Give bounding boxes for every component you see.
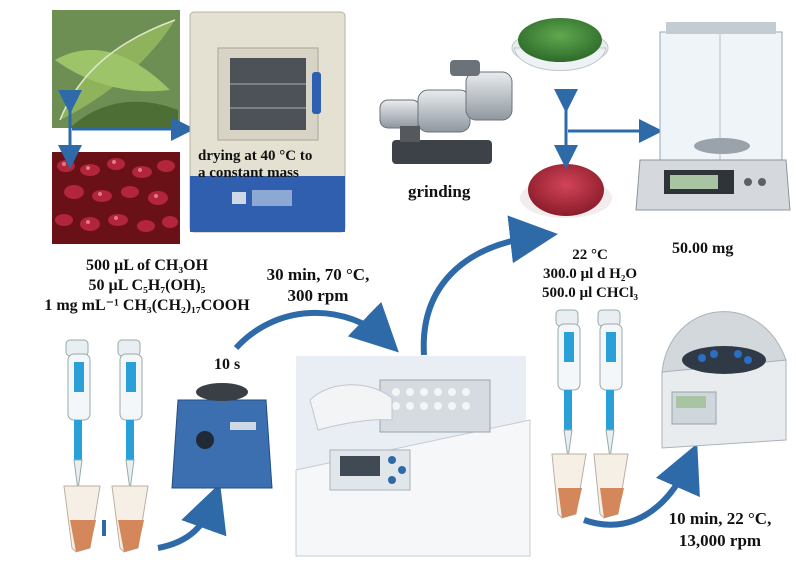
reagent-stearic-acid: 1 mg mL⁻¹ CH₃(CH₂)₁₇COOH [44, 297, 250, 314]
incubation-line2: 300 rpm [287, 286, 349, 305]
thermomixer-to-powder-arrow [420, 215, 558, 356]
extraction-chcl3: 500.0 µl CHCl₃ [541, 285, 639, 301]
extraction-water: 300.0 µl d H₂O [543, 266, 637, 282]
mass-label: 50.00 mg [672, 240, 734, 257]
thermomixer [295, 356, 531, 557]
extraction-temp: 22 °C [572, 247, 608, 263]
right-pipettes [551, 309, 629, 519]
centrifuge-line2: 13,000 rpm [678, 531, 762, 550]
drying-label-line1: drying at 40 °C to [198, 148, 313, 164]
drying-oven [189, 11, 346, 233]
photos-to-oven-arrow [58, 90, 195, 169]
green-powder-bowl [511, 18, 609, 71]
incubation-label: 30 min, 70 °C, 300 rpm [248, 264, 388, 306]
centrifuge-line1: 10 min, 22 °C, [668, 509, 772, 528]
reagent-xylitol: 50 µL C₅H₇(OH)₅ [88, 277, 206, 294]
vortex-time-label: 10 s [214, 356, 241, 373]
vortex-mixer [171, 383, 273, 489]
red-powder [520, 164, 612, 218]
vortex-to-thermomixer-arrow [233, 301, 399, 353]
centrifuge-label: 10 min, 22 °C, 13,000 rpm [650, 508, 790, 552]
powders-to-balance-arrow [554, 89, 663, 169]
grinding-label: grinding [408, 182, 471, 201]
drying-label-line2: a constant mass [198, 165, 299, 181]
grinder [379, 60, 513, 164]
seeds-photo [52, 152, 180, 244]
drying-label: drying at 40 °C to a constant mass [198, 148, 312, 182]
incubation-line1: 30 min, 70 °C, [266, 265, 370, 284]
extraction-label: 22 °C 300.0 µl d H₂O 500.0 µl CHCl₃ [510, 246, 670, 303]
analytical-balance [635, 22, 791, 211]
reagent-methanol: 500 µL of CH₃OH [85, 257, 209, 274]
tubes-to-centrifuge-arrow [583, 443, 700, 528]
reagents-label: 500 µL of CH₃OH 50 µL C₅H₇(OH)₅ 1 mg mL⁻… [2, 256, 292, 316]
tubes-to-vortex-arrow [157, 483, 227, 551]
left-pipettes [63, 339, 149, 553]
centrifuge [661, 311, 787, 449]
